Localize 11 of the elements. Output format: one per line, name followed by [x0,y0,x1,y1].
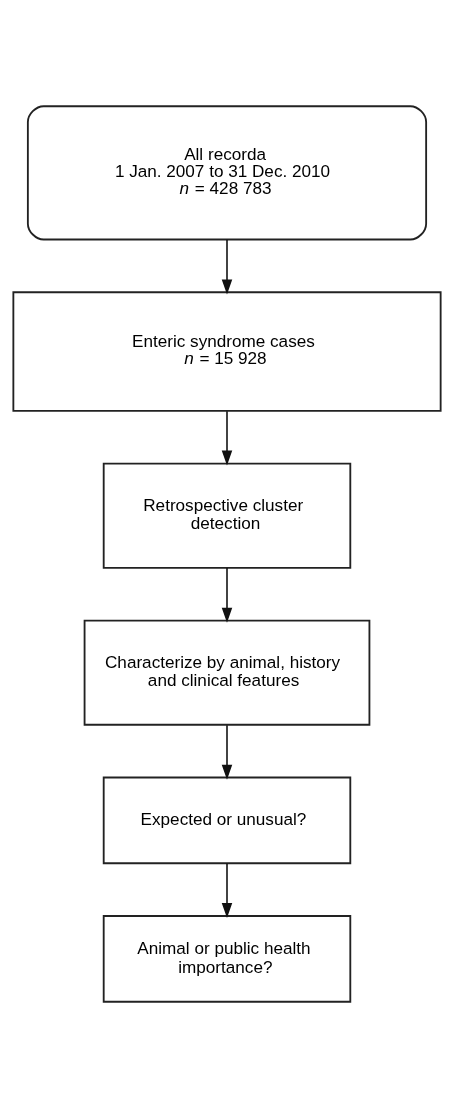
arrow [221,862,233,918]
node-box: Retrospective cluster detection [102,462,352,569]
arrow [221,410,233,466]
arrow [221,238,233,295]
arrow [221,724,233,780]
node-box: Enteric syndrome cases n = 15 928 [12,291,442,412]
arrow [221,567,233,623]
node-box: All recorda 1 Jan. 2007 to 31 Dec. 2010 n = 428 783 [26,105,428,241]
node-box: Expected or unusual? [102,776,352,865]
node-box: Animal or public health importance? [102,915,352,1003]
node-box: Characterize by animal, history and clinical features [83,619,371,726]
